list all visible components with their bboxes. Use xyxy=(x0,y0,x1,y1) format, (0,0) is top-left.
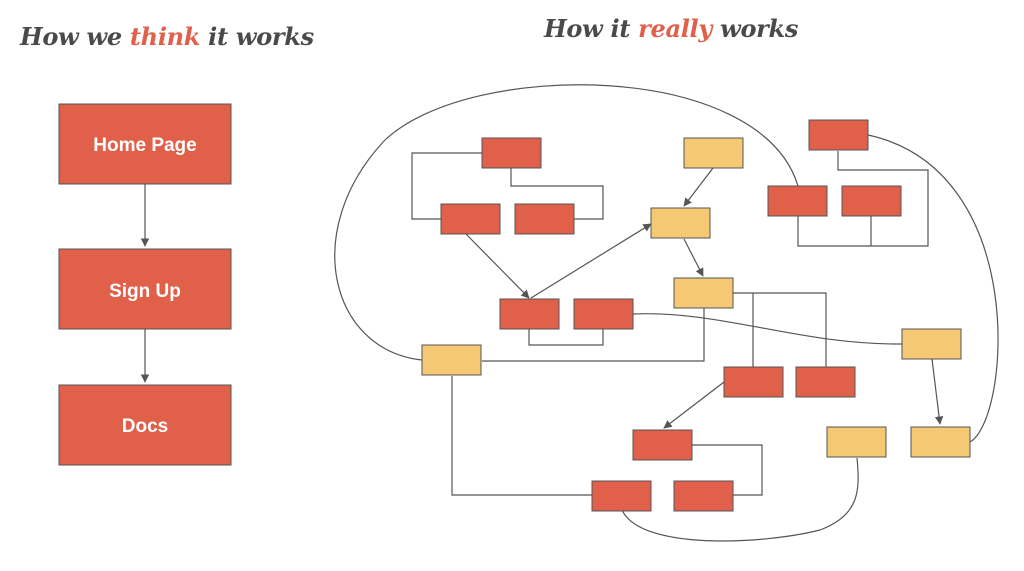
right-title: How it really works xyxy=(544,14,798,43)
red-node[interactable] xyxy=(808,119,869,151)
arrow-top-yellow-down xyxy=(683,167,714,207)
red-node[interactable] xyxy=(723,366,784,398)
connector-loop-top xyxy=(334,84,799,361)
sign-up-label: Sign Up xyxy=(109,281,181,302)
red-node[interactable] xyxy=(481,137,542,169)
right-title-accent: really xyxy=(638,14,713,43)
right-title-prefix: How it xyxy=(544,14,639,43)
sign-up-node[interactable]: Sign Up xyxy=(58,248,232,330)
yellow-node[interactable] xyxy=(421,344,482,376)
connector-tree-left xyxy=(411,152,482,220)
arrow-center-yellow-down xyxy=(683,238,704,277)
yellow-node[interactable] xyxy=(901,328,962,360)
home-page-label: Home Page xyxy=(93,135,196,156)
network-nodes xyxy=(421,119,971,512)
connector-lower-right xyxy=(692,444,763,496)
docs-label: Docs xyxy=(122,416,168,437)
red-node[interactable] xyxy=(632,429,693,461)
yellow-node[interactable] xyxy=(683,137,744,169)
arrow-to-middle-red xyxy=(465,233,530,299)
left-title: How we think it works xyxy=(20,22,314,51)
connector-top-right-bracket xyxy=(797,151,929,247)
right-title-suffix: works xyxy=(712,14,799,43)
yellow-node[interactable] xyxy=(650,207,711,239)
arrow-to-center-yellow xyxy=(530,223,652,299)
connector-middle-pair xyxy=(528,329,604,346)
red-node[interactable] xyxy=(673,480,734,512)
left-title-suffix: it works xyxy=(200,22,314,51)
red-node[interactable] xyxy=(514,203,575,235)
left-title-accent: think xyxy=(129,22,201,51)
docs-node[interactable]: Docs xyxy=(58,384,232,466)
connector-right-curve xyxy=(867,134,999,443)
connector-tree-right xyxy=(510,168,604,220)
red-node[interactable] xyxy=(499,298,560,330)
connector-bottom-swoop xyxy=(621,457,859,542)
arrow-to-lower-red xyxy=(663,381,725,429)
connector-left-down xyxy=(451,376,592,496)
red-node[interactable] xyxy=(795,366,856,398)
red-node[interactable] xyxy=(440,203,501,235)
red-node[interactable] xyxy=(573,298,634,330)
connector-left-yellow xyxy=(482,308,705,362)
connections xyxy=(334,84,999,542)
red-node[interactable] xyxy=(767,185,828,217)
arrow-right-yellow-down xyxy=(931,358,944,425)
red-node[interactable] xyxy=(591,480,652,512)
yellow-node[interactable] xyxy=(826,426,887,458)
yellow-node[interactable] xyxy=(673,277,734,309)
home-page-node[interactable]: Home Page xyxy=(58,103,232,185)
red-node[interactable] xyxy=(841,185,902,217)
left-title-prefix: How we xyxy=(20,22,130,51)
connector-bracket-outer xyxy=(733,292,827,367)
simple-flow: Home Page Sign Up Docs xyxy=(58,103,232,466)
connector-curve-right xyxy=(632,313,903,345)
yellow-node[interactable] xyxy=(910,426,971,458)
